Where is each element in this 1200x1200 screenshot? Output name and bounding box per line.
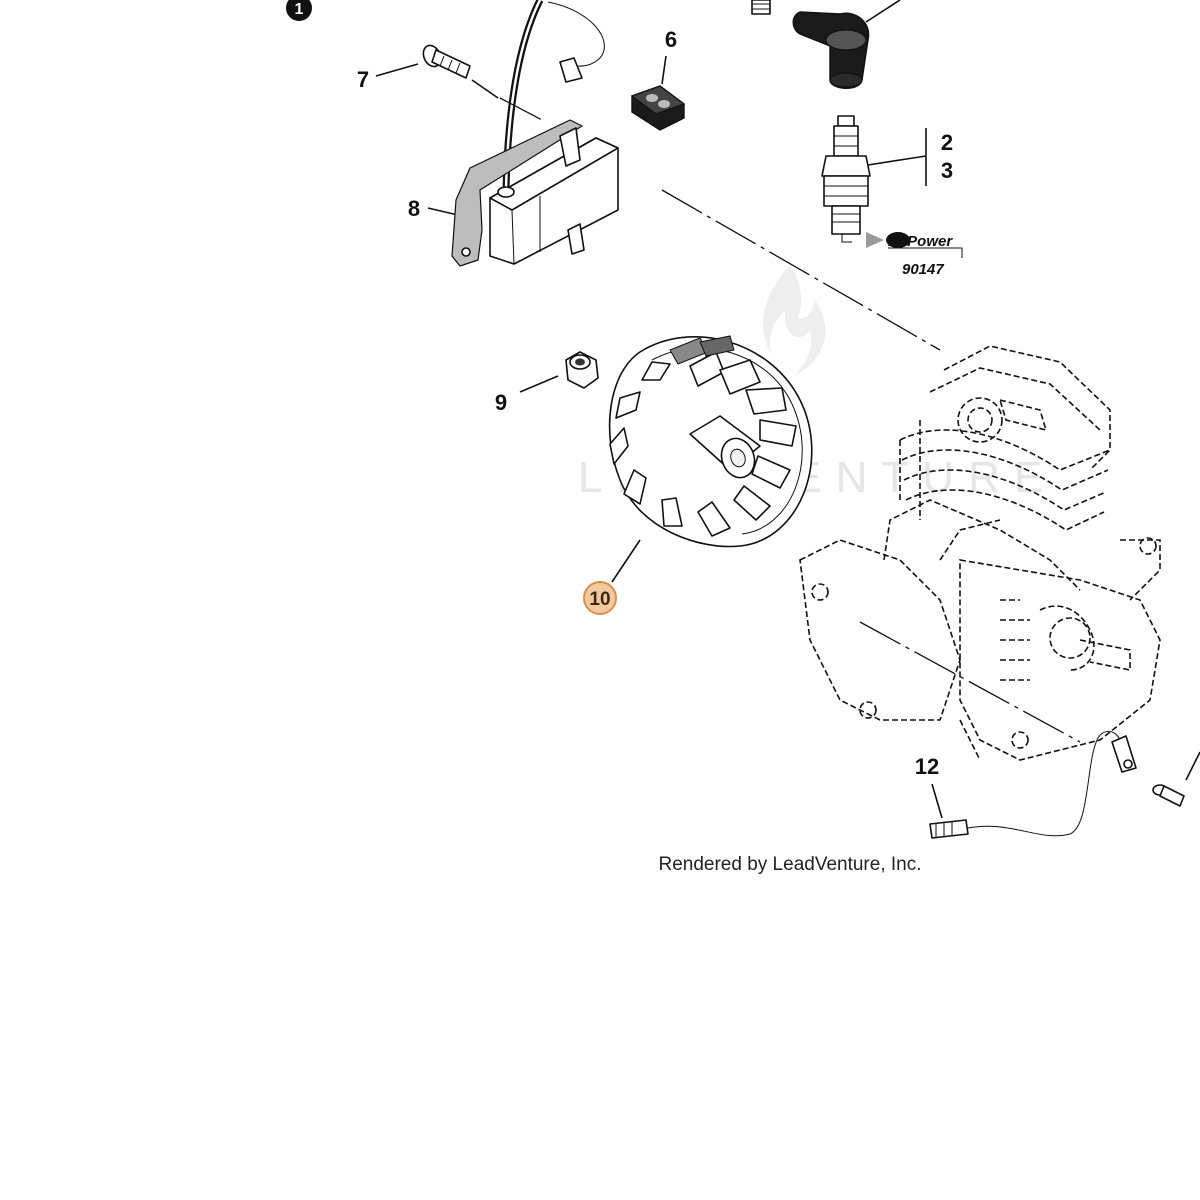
callout-10[interactable]: 10 xyxy=(583,581,617,615)
crank-axis-line xyxy=(661,189,941,351)
callout-9-label[interactable]: 9 xyxy=(495,390,507,415)
spring-clip xyxy=(751,0,771,15)
callout-12-label[interactable]: 12 xyxy=(915,754,939,779)
footer-credit: Rendered by LeadVenture, Inc. xyxy=(658,854,921,875)
repower-logo: RePower 90147 xyxy=(866,232,963,278)
grommet xyxy=(630,85,686,131)
coil-screw xyxy=(422,44,471,79)
callout-7-leader xyxy=(375,63,419,77)
callout-9-leader xyxy=(519,375,559,393)
callout-1[interactable]: 1 xyxy=(286,0,312,21)
engine-mount-line xyxy=(859,621,1081,743)
callout-2-3-leader xyxy=(867,128,927,186)
coil-center-line xyxy=(499,97,547,123)
callout-2-label[interactable]: 2 xyxy=(941,130,953,155)
callout-10-label: 10 xyxy=(589,589,610,610)
callout-7-label[interactable]: 7 xyxy=(357,67,369,92)
callout-10-leader xyxy=(611,539,641,583)
ground-wire xyxy=(929,731,1137,839)
callout-3-label[interactable]: 3 xyxy=(941,158,953,183)
engine-block xyxy=(799,345,1161,761)
callout-6-label[interactable]: 6 xyxy=(665,27,677,52)
spark-plug-boot xyxy=(792,0,901,89)
ignition-coil xyxy=(451,119,619,267)
flywheel xyxy=(608,335,813,548)
callout-8-label[interactable]: 8 xyxy=(408,196,420,221)
flywheel-nut xyxy=(565,351,599,389)
callout-1-label: 1 xyxy=(295,1,304,18)
watermark-flame-icon xyxy=(763,265,826,375)
repower-part-number: 90147 xyxy=(902,261,944,278)
repower-brand-text: RePower xyxy=(888,233,953,250)
callout-12-leader xyxy=(931,783,943,819)
callout-6-leader xyxy=(661,55,667,85)
coil-ground-terminal xyxy=(559,57,583,83)
spark-plug xyxy=(821,115,871,243)
screw-center-line xyxy=(471,79,499,99)
ground-screw xyxy=(1152,751,1200,807)
flywheel-magnet xyxy=(669,335,735,365)
coil-ground-wire xyxy=(547,1,605,67)
